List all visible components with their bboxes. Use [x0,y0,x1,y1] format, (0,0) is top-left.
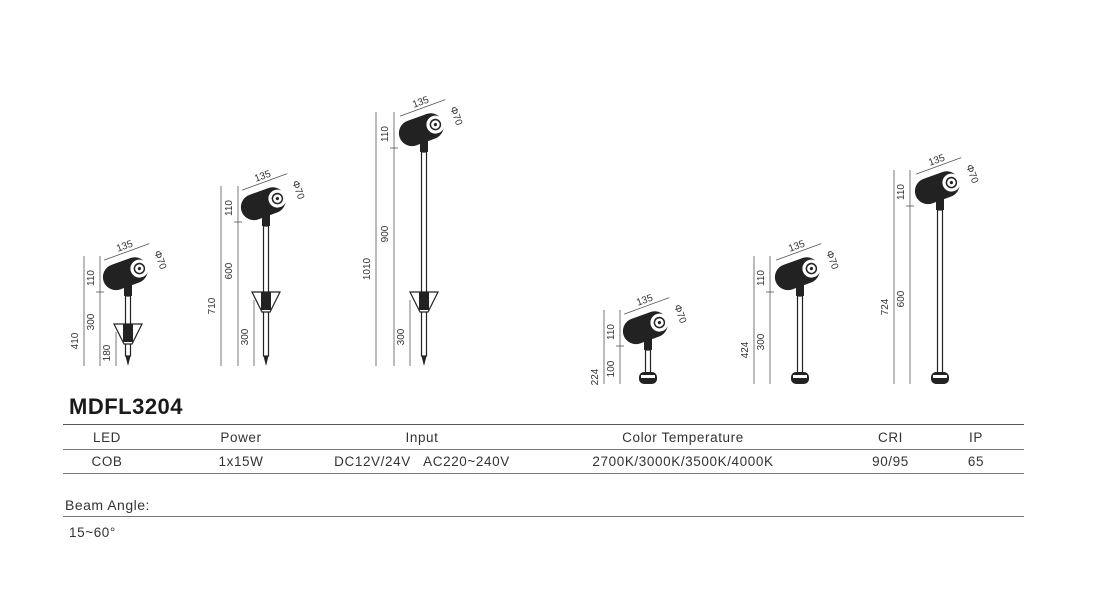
stake-collar [261,292,271,310]
knuckle [796,284,804,296]
lamp-head [774,257,821,291]
spike-tip [421,356,427,366]
lamp-head [622,311,669,345]
model-number: MDFL3204 [69,394,184,419]
beam-angle-label: Beam Angle: [65,497,150,513]
pole-height-label: 100 [606,360,617,377]
spike-length-label: 300 [240,328,251,345]
header-power: Power [151,424,331,450]
lamp-head [240,187,287,221]
length-label: 135 [411,95,431,111]
knuckle [644,338,652,350]
beam-angle-divider [63,516,1024,517]
pole-height-label: 300 [86,313,97,330]
pole [420,151,428,357]
total-height-label: 710 [207,297,218,314]
diameter-label: Φ70 [447,105,464,127]
total-height-label: 1010 [362,257,373,280]
head-height-label: 110 [896,184,907,200]
beam-angle-value: 15~60° [69,525,116,540]
knuckle [420,140,428,152]
lamp-head [102,257,149,291]
spike-length-label: 300 [396,328,407,345]
header-ip: IP [928,424,1024,450]
cell-color-temperature: 2700K/3000K/3500K/4000K [513,449,853,474]
pole [936,209,944,375]
header-color-temperature: Color Temperature [513,424,853,450]
head-height-label: 110 [380,126,391,142]
pole-height-label: 900 [380,225,391,242]
diameter-label: Φ70 [151,249,168,271]
length-label: 135 [927,153,947,169]
knuckle [936,198,944,210]
pole-height-label: 600 [224,262,235,279]
knuckle [262,214,270,226]
diameter-label: Φ70 [289,179,306,201]
cell-power: 1x15W [151,449,331,474]
header-led: LED [63,424,151,450]
cell-led: COB [63,449,151,474]
cell-input: DC12V/24V AC220~240V [331,449,513,474]
spike-tip [263,356,269,366]
stake-collar [123,324,133,342]
knuckle [124,284,132,296]
diameter-label: Φ70 [671,303,688,325]
spec-table: LED Power Input Color Temperature CRI IP… [63,424,1024,474]
pole [644,349,652,375]
total-height-label: 410 [70,332,81,349]
length-label: 135 [115,239,135,255]
head-height-label: 110 [224,200,235,216]
pole [796,295,804,375]
length-label: 135 [635,293,655,309]
pole [262,225,270,357]
pole-height-label: 300 [756,333,767,350]
head-height-label: 110 [756,270,767,286]
spec-table-header: LED Power Input Color Temperature CRI IP [63,424,1024,450]
spike-length-label: 180 [102,344,113,361]
length-label: 135 [253,169,273,185]
lamp-head [398,113,445,147]
length-label: 135 [787,239,807,255]
total-height-label: 724 [880,298,891,315]
total-height-label: 224 [590,368,601,385]
fixture-dimension-drawings: 135Φ70410110300180135Φ70710110600300135Φ… [70,95,980,386]
table-row: COB 1x15W DC12V/24V AC220~240V 2700K/300… [63,449,1024,474]
stake-collar [419,292,429,310]
total-height-label: 424 [740,341,751,358]
pole-height-label: 600 [896,290,907,307]
head-height-label: 110 [86,270,97,286]
diameter-label: Φ70 [963,163,980,185]
header-cri: CRI [853,424,928,450]
head-height-label: 110 [606,324,617,340]
cell-ip: 65 [928,449,1024,474]
header-input: Input [331,424,513,450]
diameter-label: Φ70 [823,249,840,271]
spike-tip [125,356,131,366]
cell-cri: 90/95 [853,449,928,474]
lamp-head [914,171,961,205]
